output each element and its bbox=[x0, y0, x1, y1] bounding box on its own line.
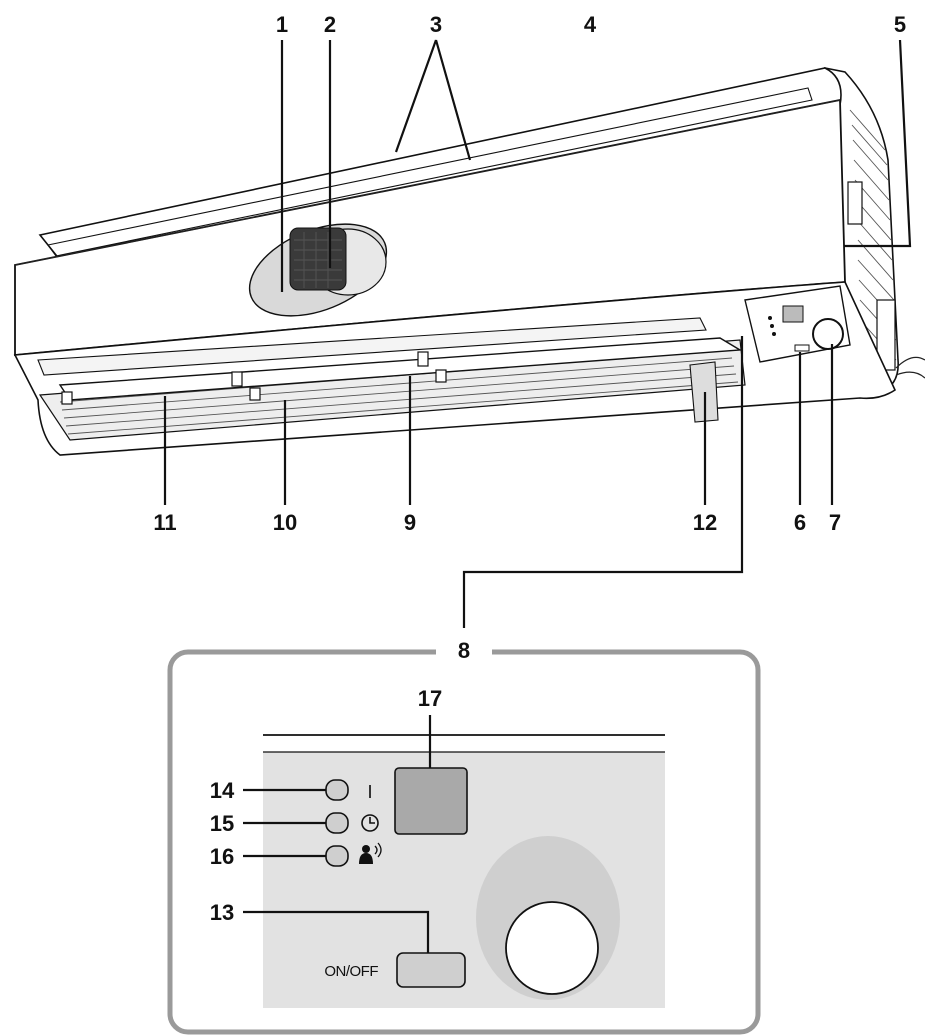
callout-1: 1 bbox=[276, 12, 288, 37]
callout-7: 7 bbox=[829, 510, 841, 535]
on-off-label: ON/OFF bbox=[324, 963, 378, 980]
timer-lamp bbox=[325, 812, 349, 834]
callout-15: 15 bbox=[210, 811, 234, 836]
indoor-unit bbox=[13, 67, 925, 456]
sensor-housing bbox=[248, 223, 388, 317]
callout-3: 3 bbox=[430, 12, 442, 37]
callout-leaders bbox=[163, 39, 912, 628]
front-panel-upper-edge bbox=[14, 99, 841, 266]
power-cord bbox=[895, 356, 925, 379]
power-lamp bbox=[325, 779, 349, 801]
sensor-lamp bbox=[325, 845, 349, 867]
unit-receiver-window bbox=[782, 305, 804, 323]
side-vent-slot bbox=[847, 181, 863, 225]
unit-on-off-button bbox=[794, 344, 810, 352]
person-signal-icon bbox=[359, 842, 382, 864]
callout-9: 9 bbox=[404, 510, 416, 535]
sensor-lens bbox=[505, 901, 599, 995]
callout-17: 17 bbox=[418, 686, 442, 711]
power-symbol: I bbox=[367, 782, 372, 802]
callout-11: 11 bbox=[153, 510, 176, 535]
callout-2: 2 bbox=[324, 12, 336, 37]
sensor-grid bbox=[289, 227, 347, 291]
top-grille-strip bbox=[47, 87, 813, 257]
clock-icon bbox=[361, 814, 379, 832]
callout-13: 13 bbox=[210, 900, 234, 925]
callout-6: 6 bbox=[794, 510, 806, 535]
vertical-vane-clips bbox=[61, 351, 447, 405]
unit-sensor-circle bbox=[812, 318, 844, 350]
on-off-button bbox=[396, 952, 466, 988]
callout-5: 5 bbox=[894, 12, 906, 37]
detail-panel: 8 I ON/OFF 14 bbox=[167, 638, 761, 1035]
callout-14: 14 bbox=[210, 778, 235, 803]
callout-4: 4 bbox=[584, 12, 597, 37]
callout-labels: 1 2 3 4 5 11 10 9 12 6 7 bbox=[153, 12, 906, 535]
unit-indicator-dots bbox=[768, 316, 776, 336]
upper-louvre bbox=[37, 317, 707, 376]
callout-12: 12 bbox=[693, 510, 717, 535]
callout-8: 8 bbox=[458, 638, 470, 663]
callout-10: 10 bbox=[273, 510, 297, 535]
callout-16: 16 bbox=[210, 844, 234, 869]
receiver-window bbox=[394, 767, 468, 835]
